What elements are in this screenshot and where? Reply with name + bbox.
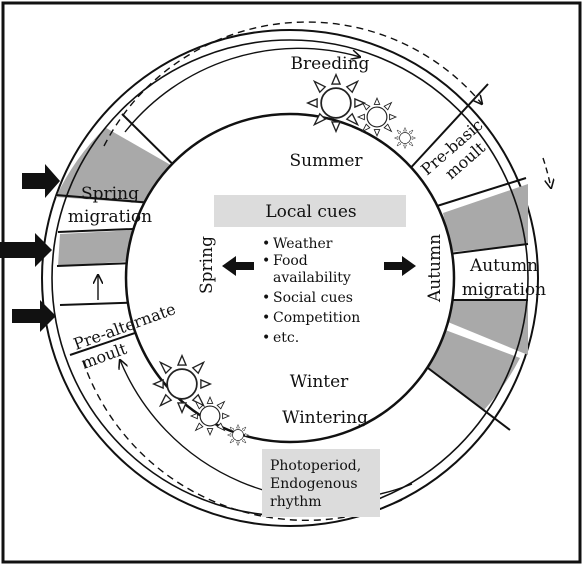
sun-icon bbox=[152, 354, 212, 414]
local-cues-box bbox=[214, 195, 406, 227]
sun-icon bbox=[227, 424, 249, 446]
local-cues-list: • Weather • Food availability • Social c… bbox=[262, 236, 360, 346]
label-spring: Spring bbox=[197, 236, 217, 294]
autumn-migration-shading bbox=[420, 184, 528, 410]
box-line-2: Endogenous bbox=[270, 476, 358, 492]
top-solid-arc bbox=[124, 47, 360, 133]
label-wintering: Wintering bbox=[282, 408, 368, 428]
cue-bullet-icon: • bbox=[262, 253, 270, 269]
cue-item: Food bbox=[273, 253, 308, 269]
label-spring-2: migration bbox=[68, 207, 152, 227]
arrow-right-icon bbox=[12, 300, 56, 332]
label-summer: Summer bbox=[289, 151, 363, 171]
local-cues-title: Local cues bbox=[265, 202, 356, 222]
right-dashed-arrow bbox=[542, 157, 551, 188]
cue-item: Competition bbox=[273, 310, 360, 326]
sun-icon bbox=[394, 127, 416, 149]
label-spring-1: Spring bbox=[81, 184, 139, 204]
label-autumn: Autumn bbox=[425, 234, 445, 303]
sun-icon bbox=[190, 396, 230, 436]
top-dashed-arc bbox=[103, 21, 482, 147]
label-autumn-2: migration bbox=[462, 280, 546, 300]
external-arrows bbox=[0, 164, 60, 332]
arrow-left-icon bbox=[222, 256, 254, 276]
cue-item: etc. bbox=[273, 330, 299, 346]
box-line-3: rhythm bbox=[270, 494, 322, 510]
arrow-right-icon bbox=[22, 164, 60, 198]
label-winter: Winter bbox=[290, 372, 349, 392]
arrow-right-icon bbox=[384, 256, 416, 276]
label-autumn-1: Autumn bbox=[469, 256, 538, 276]
cue-bullet-icon: • bbox=[262, 310, 270, 326]
cue-item: availability bbox=[273, 270, 351, 286]
cue-bullet-icon: • bbox=[262, 236, 270, 252]
cue-bullet-icon: • bbox=[262, 330, 270, 346]
cue-item: Social cues bbox=[273, 290, 353, 306]
arrow-right-icon bbox=[0, 233, 52, 267]
photoperiod-box bbox=[262, 449, 380, 517]
box-line-1: Photoperiod, bbox=[270, 458, 361, 474]
label-breeding: Breeding bbox=[291, 54, 370, 74]
sun-icon bbox=[306, 73, 366, 133]
cue-bullet-icon: • bbox=[262, 290, 270, 306]
sun-icon bbox=[357, 97, 397, 137]
bottom-dashed-arc bbox=[81, 357, 403, 521]
cue-item: Weather bbox=[273, 236, 333, 252]
